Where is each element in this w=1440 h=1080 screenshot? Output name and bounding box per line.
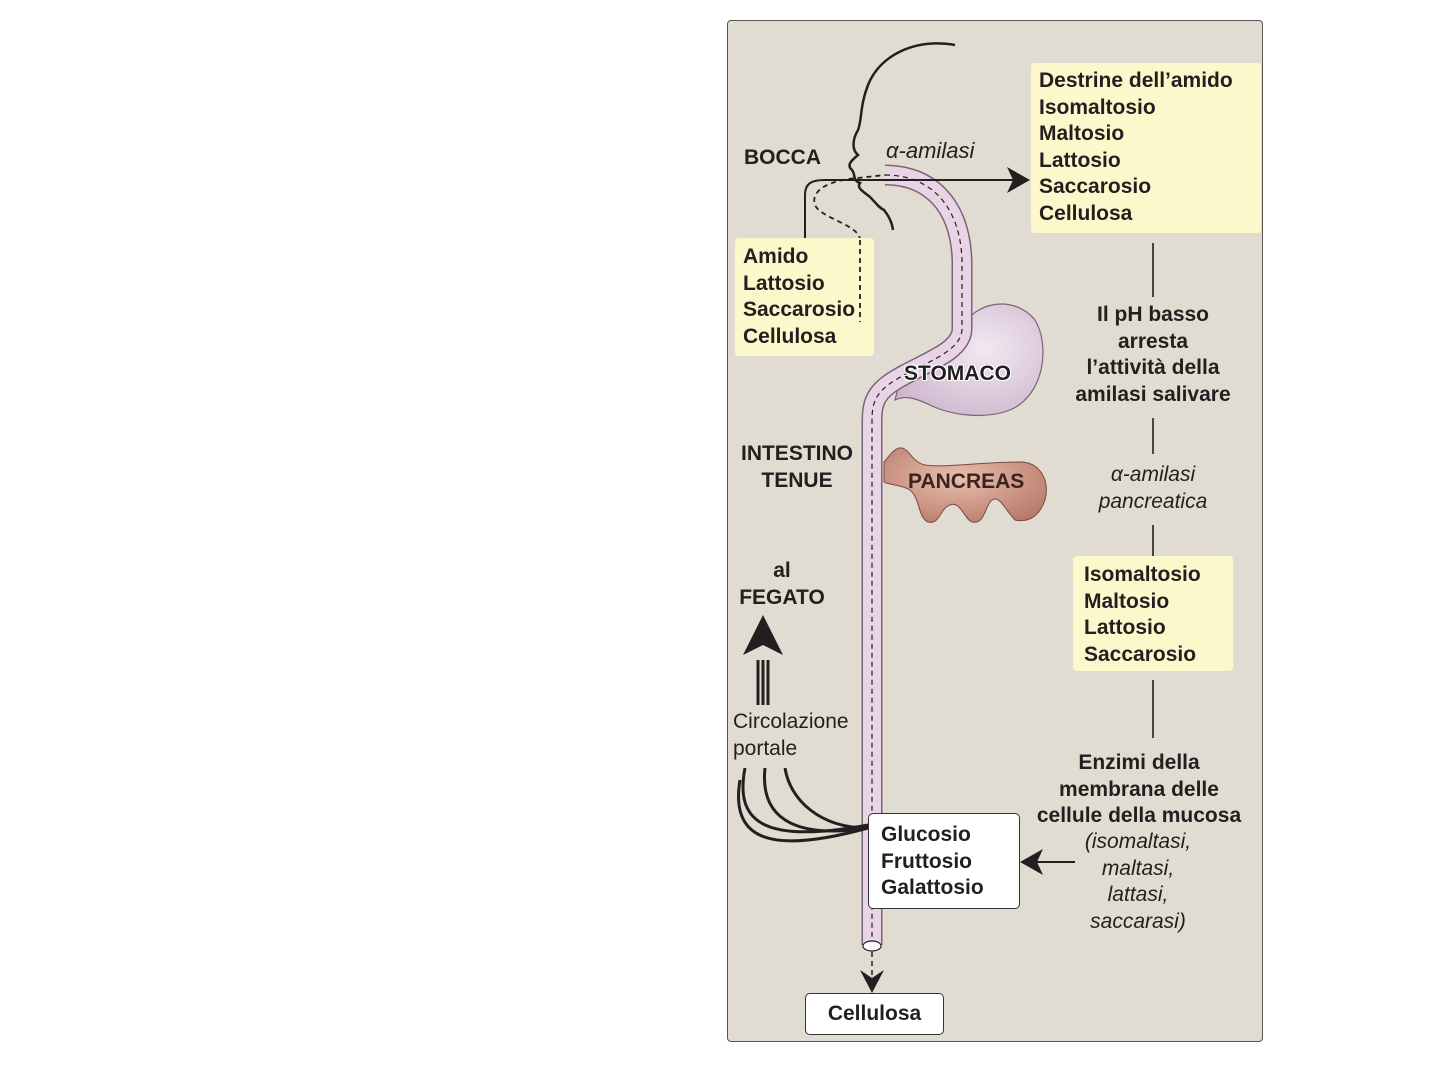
- label-line: INTESTINO: [740, 442, 853, 465]
- product-item: Lattosio: [1039, 148, 1121, 172]
- salivary-enzyme-label: α-amilasi: [886, 138, 975, 163]
- after-mouth-products-box: Destrine dell’amido Isomaltosio Maltosio…: [1031, 63, 1261, 233]
- ingested-item: Lattosio: [743, 271, 825, 295]
- label-to-liver: al FEGATO: [731, 558, 833, 611]
- title-line: cellule della mucosa: [1036, 804, 1242, 827]
- pancreatic-enzyme-label: α-amilasi pancreatica: [1073, 462, 1233, 515]
- enzyme-item: (isomaltasi,: [1084, 830, 1192, 853]
- title-line: Enzimi della: [1078, 751, 1200, 774]
- ingested-item: Amido: [743, 245, 809, 268]
- enzyme-item: maltasi,: [1101, 856, 1175, 880]
- brush-border-enzymes-title: Enzimi della membrana delle cellule dell…: [1023, 750, 1255, 830]
- title-line: membrana delle: [1059, 777, 1219, 801]
- excreted-cellulose-box: Cellulosa: [805, 993, 944, 1035]
- product-item: Maltosio: [1039, 122, 1125, 145]
- label-line: portale: [733, 736, 798, 760]
- product-item: Maltosio: [1084, 589, 1170, 613]
- label-line: Circolazione: [733, 710, 849, 733]
- ingested-item: Saccarosio: [743, 298, 856, 321]
- ph-note-line: Il pH basso: [1096, 303, 1210, 326]
- label-small-intestine: INTESTINO TENUE: [733, 441, 861, 494]
- label-line: TENUE: [761, 468, 833, 492]
- product-item: Saccarosio: [1084, 642, 1197, 666]
- product-item: Saccarosio: [1039, 175, 1152, 198]
- product-item: Isomaltosio: [1084, 563, 1201, 586]
- product-item: Lattosio: [1084, 616, 1166, 639]
- product-item: Destrine dell’amido: [1039, 69, 1233, 92]
- product-item: Cellulosa: [1039, 201, 1133, 225]
- monosaccharide-item: Fruttosio: [881, 849, 972, 873]
- ph-note: Il pH basso arresta l’attività della ami…: [1053, 302, 1253, 408]
- enzyme-item: saccarasi): [1090, 909, 1186, 933]
- excreted-cellulose-label: Cellulosa: [827, 1001, 922, 1025]
- enzyme-item: lattasi,: [1107, 883, 1169, 906]
- enzyme-line: α-amilasi: [1110, 463, 1196, 486]
- enzyme-line: pancreatica: [1098, 489, 1208, 513]
- brush-border-enzyme-list: (isomaltasi, maltasi, lattasi, saccarasi…: [1058, 829, 1218, 935]
- ph-note-line: l’attività della: [1086, 356, 1220, 379]
- ph-note-line: amilasi salivare: [1075, 382, 1231, 406]
- ingested-item: Cellulosa: [743, 324, 837, 348]
- absorbed-monosaccharides-box: Glucosio Fruttosio Galattosio: [868, 813, 1020, 909]
- label-line: FEGATO: [739, 585, 825, 609]
- ph-note-line: arresta: [1117, 329, 1189, 353]
- monosaccharide-item: Glucosio: [881, 823, 971, 846]
- monosaccharide-item: Galattosio: [881, 876, 984, 899]
- product-item: Isomaltosio: [1039, 95, 1156, 119]
- after-pancreas-products-box: Isomaltosio Maltosio Lattosio Saccarosio: [1073, 556, 1233, 671]
- label-stomach: STOMACO: [904, 362, 1011, 385]
- label-pancreas: PANCREAS: [908, 470, 1025, 493]
- label-portal-circulation: Circolazione portale: [733, 709, 849, 762]
- label-line: al: [773, 559, 791, 582]
- ingested-foods-box: Amido Lattosio Saccarosio Cellulosa: [735, 238, 874, 356]
- label-mouth: BOCCA: [744, 146, 821, 169]
